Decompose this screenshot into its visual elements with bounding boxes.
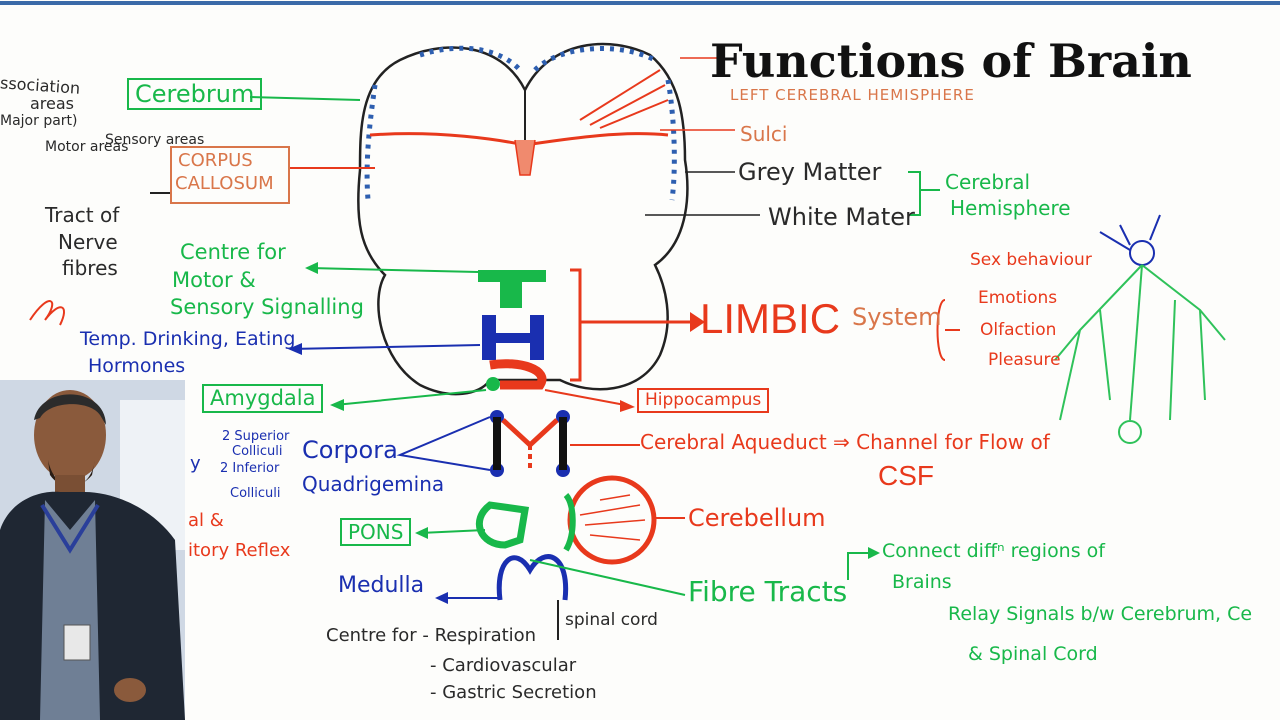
label-pons: PONS xyxy=(340,518,412,546)
label-sensory-areas: Sensory areas xyxy=(105,132,205,148)
label-left-hemisphere: LEFT CEREBRAL HEMISPHERE xyxy=(730,86,975,104)
label-medulla: Medulla xyxy=(338,573,425,598)
label-hippocampus: Hippocampus xyxy=(637,388,770,413)
label-areas: areas xyxy=(30,94,75,113)
label-tract: Tract of xyxy=(45,203,120,227)
label-cerebellum: Cerebellum xyxy=(688,504,826,532)
presenter-video xyxy=(0,380,185,720)
cerebrum-outline xyxy=(357,42,689,396)
label-relay-2: & Spinal Cord xyxy=(968,643,1098,665)
label-cerebral-aqueduct: Cerebral Aqueduct ⇒ Channel for Flow of xyxy=(640,430,1050,454)
label-motor-areas: Motor areas xyxy=(45,139,129,155)
label-system: System xyxy=(852,303,942,331)
label-quadrigemina: Quadrigemina xyxy=(302,472,445,496)
label-callosum: CALLOSUM xyxy=(175,173,274,194)
label-itory-reflex: itory Reflex xyxy=(188,540,291,561)
label-superior-1: 2 Superior xyxy=(222,429,290,444)
label-centre-motor-2: Motor & xyxy=(172,268,256,292)
label-sulci: Sulci xyxy=(740,122,788,146)
label-grey-matter: Grey Matter xyxy=(738,158,882,186)
label-major-part: Major part) xyxy=(0,113,78,129)
label-gastric-secretion: - Gastric Secretion xyxy=(430,682,597,703)
label-sex-behaviour: Sex behaviour xyxy=(970,250,1092,270)
label-limbic: LIMBIC xyxy=(700,295,841,342)
label-cerebrum: Cerebrum xyxy=(127,78,263,110)
page-title: Functions of Brain xyxy=(710,34,1192,88)
label-spinal-cord: spinal cord xyxy=(565,610,658,630)
label-nerve: Nerve xyxy=(58,230,118,254)
label-emotions: Emotions xyxy=(978,288,1058,308)
label-al-and: al & xyxy=(188,510,224,531)
label-fibres: fibres xyxy=(62,256,118,280)
neuron-sketch xyxy=(1054,214,1226,444)
label-relay-1: Relay Signals b/w Cerebrum, Ce xyxy=(948,603,1253,625)
label-fibre-tracts: Fibre Tracts xyxy=(688,575,848,608)
label-inferior-1: 2 Inferior xyxy=(220,461,280,476)
label-connect-1: Connect diffⁿ regions of xyxy=(882,540,1105,562)
label-cerebral: Cerebral xyxy=(945,170,1031,194)
label-amygdala: Amygdala xyxy=(202,384,324,413)
label-inferior-2: Colliculi xyxy=(230,486,281,501)
label-corpora: Corpora xyxy=(302,436,398,464)
label-y-fragment: y xyxy=(190,453,201,474)
label-centre-motor-3: Sensory Signalling xyxy=(170,295,364,319)
label-hormones: Hormones xyxy=(88,355,186,377)
corpus-callosum-box xyxy=(170,146,290,204)
label-pleasure: Pleasure xyxy=(988,350,1061,370)
label-olfaction: Olfaction xyxy=(980,320,1057,340)
presenter-silhouette xyxy=(0,380,185,720)
label-centre-respiration: Centre for - Respiration xyxy=(326,625,537,646)
label-csf: CSF xyxy=(878,460,934,491)
label-hemisphere: Hemisphere xyxy=(950,196,1071,220)
label-temp: Temp. Drinking, Eating xyxy=(80,328,296,350)
label-centre-motor-1: Centre for xyxy=(180,240,286,264)
label-connect-2: Brains xyxy=(892,571,952,593)
label-white-matter: White Mater xyxy=(768,203,915,231)
label-cardiovascular: - Cardiovascular xyxy=(430,655,577,676)
label-corpus: CORPUS xyxy=(178,150,253,171)
label-superior-2: Colliculi xyxy=(232,444,283,459)
